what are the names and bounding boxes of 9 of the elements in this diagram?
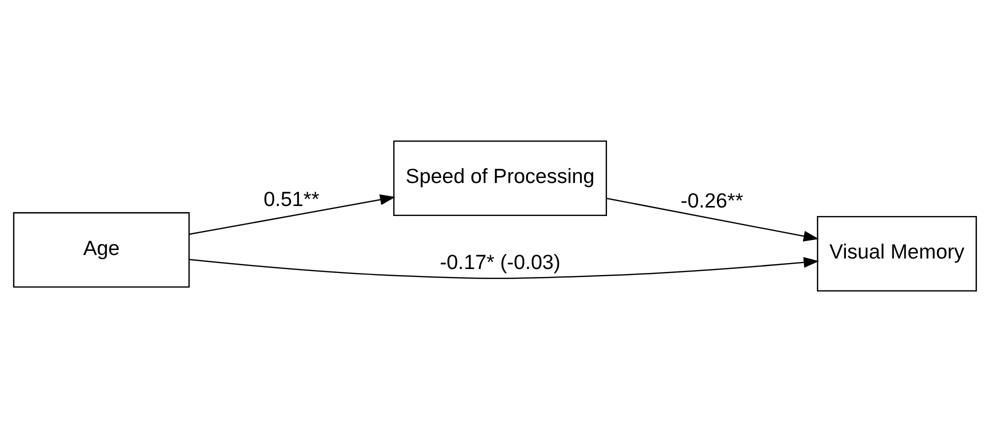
- edge-label: -0.17* (-0.03): [440, 250, 560, 274]
- node-box: Visual Memory: [816, 216, 977, 292]
- edge-label: 0.51**: [264, 188, 320, 211]
- arrow: [606, 197, 819, 241]
- arrow: [189, 194, 396, 234]
- arrow: [189, 256, 820, 279]
- edge-label: -0.26**: [680, 188, 744, 212]
- node-box: Age: [13, 212, 190, 288]
- node-box: Speed of Processing: [393, 140, 607, 216]
